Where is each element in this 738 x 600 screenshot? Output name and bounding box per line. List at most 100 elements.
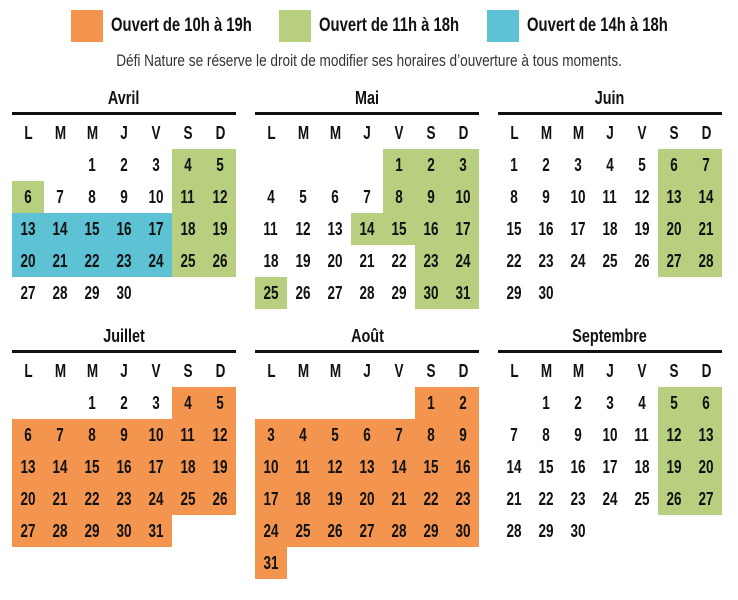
day-cell: 27 bbox=[12, 515, 44, 547]
day-cell: 3 bbox=[140, 387, 172, 419]
day-number: 21 bbox=[359, 250, 375, 271]
day-number: 21 bbox=[52, 488, 68, 509]
weekday-label: V bbox=[151, 360, 161, 381]
month-name: Avril bbox=[108, 88, 140, 108]
day-cell: 14 bbox=[690, 181, 722, 213]
day-number: 28 bbox=[52, 282, 68, 303]
day-number: 6 bbox=[702, 392, 710, 413]
weekday-label: D bbox=[458, 122, 468, 143]
weekday-header: V bbox=[140, 355, 172, 387]
month-name: Mai bbox=[354, 88, 379, 108]
day-number: 22 bbox=[506, 250, 522, 271]
day-number: 6 bbox=[24, 186, 32, 207]
day-number: 27 bbox=[698, 488, 714, 509]
day-cell: 16 bbox=[415, 213, 447, 245]
day-cell: 2 bbox=[530, 149, 562, 181]
weekday-label: V bbox=[637, 360, 647, 381]
day-cell: 16 bbox=[530, 213, 562, 245]
day-number: 18 bbox=[263, 250, 279, 271]
weekday-header: L bbox=[12, 355, 44, 387]
day-cell: 4 bbox=[172, 387, 204, 419]
weekday-header: J bbox=[594, 117, 626, 149]
day-number: 26 bbox=[212, 250, 228, 271]
day-cell: 23 bbox=[447, 483, 479, 515]
day-cell: 26 bbox=[204, 245, 236, 277]
day-number: 29 bbox=[423, 520, 439, 541]
day-number: 24 bbox=[455, 250, 471, 271]
day-number: 5 bbox=[670, 392, 678, 413]
day-cell: 30 bbox=[447, 515, 479, 547]
day-cell: 28 bbox=[383, 515, 415, 547]
day-cell: 14 bbox=[351, 213, 383, 245]
day-number: 25 bbox=[295, 520, 311, 541]
weekday-header: M bbox=[287, 355, 319, 387]
day-cell: 12 bbox=[287, 213, 319, 245]
day-cell: 26 bbox=[658, 483, 690, 515]
day-number: 24 bbox=[570, 250, 586, 271]
day-number: 27 bbox=[359, 520, 375, 541]
weekday-header: L bbox=[12, 117, 44, 149]
day-number: 10 bbox=[263, 456, 279, 477]
weekday-label: L bbox=[509, 360, 519, 381]
month-title: Juin bbox=[498, 88, 722, 112]
empty-cell bbox=[44, 387, 76, 419]
day-number: 11 bbox=[634, 424, 650, 445]
day-number: 11 bbox=[295, 456, 311, 477]
day-cell: 4 bbox=[255, 181, 287, 213]
day-number: 4 bbox=[299, 424, 307, 445]
day-cell: 18 bbox=[594, 213, 626, 245]
day-cell: 21 bbox=[690, 213, 722, 245]
weekday-label: L bbox=[266, 360, 276, 381]
day-number: 5 bbox=[299, 186, 307, 207]
weekday-header: J bbox=[594, 355, 626, 387]
day-cell: 12 bbox=[204, 419, 236, 451]
day-number: 1 bbox=[427, 392, 435, 413]
month-title: Août bbox=[255, 326, 479, 350]
day-cell: 26 bbox=[204, 483, 236, 515]
day-cell: 22 bbox=[76, 483, 108, 515]
weekday-header: V bbox=[626, 355, 658, 387]
day-number: 22 bbox=[538, 488, 554, 509]
day-cell: 6 bbox=[12, 181, 44, 213]
weekday-label: M bbox=[297, 360, 309, 381]
day-cell: 3 bbox=[255, 419, 287, 451]
month-name: Août bbox=[350, 326, 384, 346]
day-cell: 12 bbox=[626, 181, 658, 213]
day-cell: 22 bbox=[383, 245, 415, 277]
weekday-label: M bbox=[54, 122, 66, 143]
day-number: 6 bbox=[24, 424, 32, 445]
divider bbox=[498, 350, 722, 353]
day-number: 11 bbox=[263, 218, 279, 239]
weekday-label: M bbox=[297, 122, 309, 143]
day-number: 11 bbox=[180, 186, 196, 207]
day-number: 4 bbox=[638, 392, 646, 413]
weekday-header: M bbox=[530, 117, 562, 149]
weekday-label: D bbox=[215, 122, 225, 143]
day-cell: 5 bbox=[287, 181, 319, 213]
day-cell: 29 bbox=[498, 277, 530, 309]
day-number: 5 bbox=[216, 392, 224, 413]
weekday-header: M bbox=[319, 117, 351, 149]
day-number: 25 bbox=[180, 250, 196, 271]
day-number: 29 bbox=[84, 520, 100, 541]
empty-cell bbox=[319, 149, 351, 181]
day-cell: 21 bbox=[351, 245, 383, 277]
day-cell: 25 bbox=[172, 245, 204, 277]
day-number: 5 bbox=[331, 424, 339, 445]
day-cell: 3 bbox=[140, 149, 172, 181]
day-number: 11 bbox=[602, 186, 618, 207]
day-cell: 7 bbox=[498, 419, 530, 451]
day-cell: 26 bbox=[319, 515, 351, 547]
day-number: 13 bbox=[20, 218, 36, 239]
day-number: 10 bbox=[602, 424, 618, 445]
day-cell: 16 bbox=[447, 451, 479, 483]
day-number: 9 bbox=[574, 424, 582, 445]
day-number: 1 bbox=[395, 154, 403, 175]
day-cell: 7 bbox=[351, 181, 383, 213]
day-number: 7 bbox=[56, 186, 64, 207]
day-number: 2 bbox=[120, 154, 128, 175]
empty-cell bbox=[44, 149, 76, 181]
